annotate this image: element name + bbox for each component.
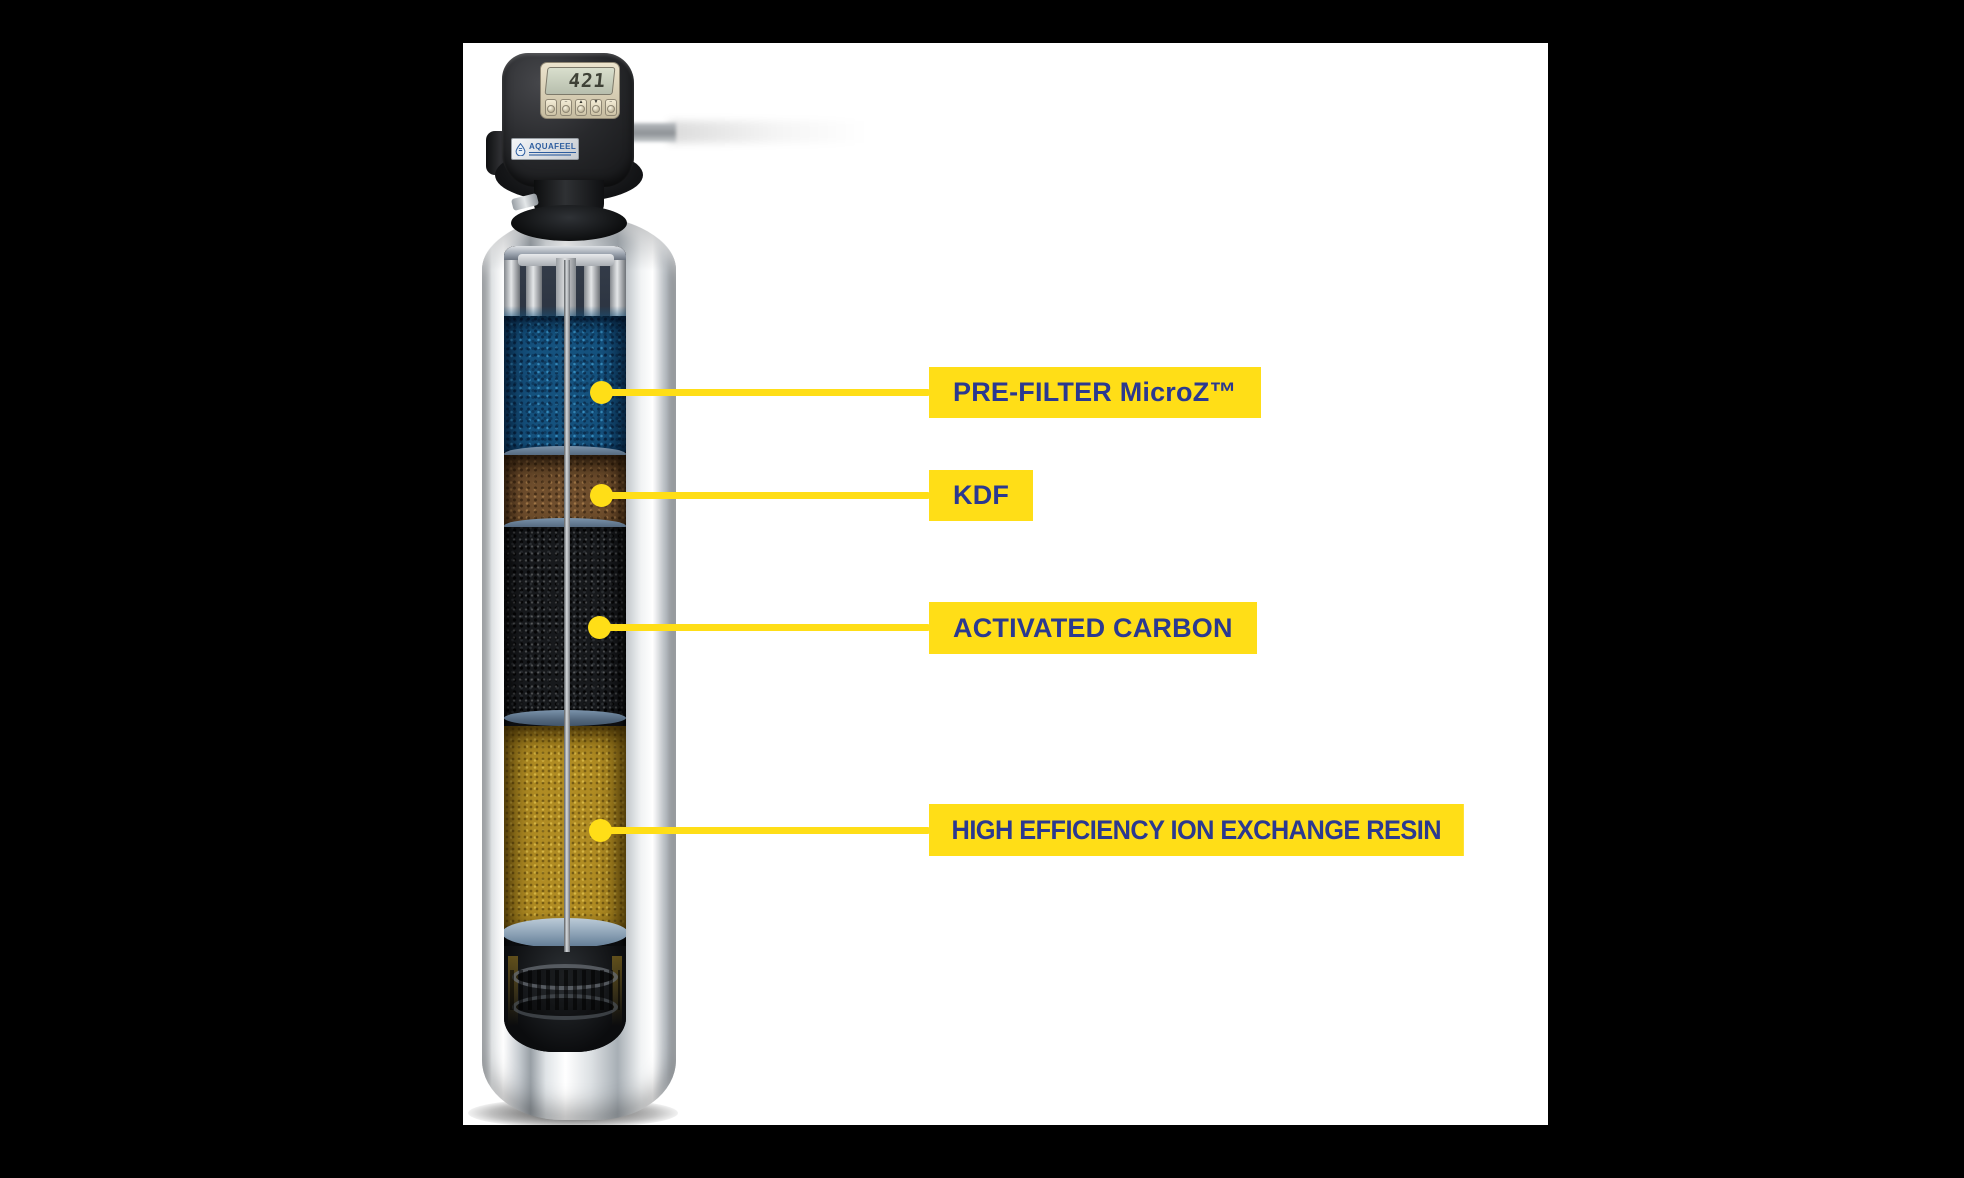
callout-dot-kdf: [590, 484, 613, 507]
valve-button-up: ▲: [574, 99, 588, 116]
callout-label-kdf: KDF: [929, 470, 1034, 521]
bypass-pipe: [630, 123, 676, 142]
distributor-basket-slots: [510, 970, 620, 1010]
bypass-pipe-shadow: [668, 121, 868, 143]
callout-label-resin: HIGH EFFICIENCY ION EXCHANGE RESIN: [929, 804, 1464, 856]
callout-label-prefilter: PRE-FILTER MicroZ™: [929, 367, 1261, 418]
callout-line-resin: [597, 827, 931, 834]
callout-line-carbon: [596, 624, 931, 631]
callout-dot-carbon: [588, 616, 611, 639]
callout-label-carbon: ACTIVATED CARBON: [929, 602, 1257, 654]
lower-distributor-chamber: [504, 946, 626, 1052]
brand-logo-plate: AQUAFEEL: [511, 138, 579, 160]
brand-name: AQUAFEEL: [529, 141, 577, 153]
valve-button: [545, 99, 558, 116]
valve-tank-flange: [511, 205, 627, 241]
valve-button-row: − ▲ ▼ −: [545, 99, 618, 116]
brand-tagline-rule: [529, 153, 571, 156]
center-rod: [561, 950, 569, 1008]
callout-dot-resin: [589, 819, 612, 842]
callout-line-prefilter: [598, 389, 931, 396]
valve-button-down: ▼: [589, 99, 603, 116]
valve-button: −: [604, 99, 618, 116]
water-drop-icon: [515, 142, 526, 156]
center-riser-tube: [564, 260, 570, 952]
valve-button: −: [559, 99, 573, 116]
valve-lcd-display: 421: [544, 67, 616, 95]
callout-line-kdf: [598, 492, 931, 499]
valve-display-panel: 421 − ▲ ▼ −: [540, 62, 620, 119]
callout-dot-prefilter: [590, 381, 613, 404]
